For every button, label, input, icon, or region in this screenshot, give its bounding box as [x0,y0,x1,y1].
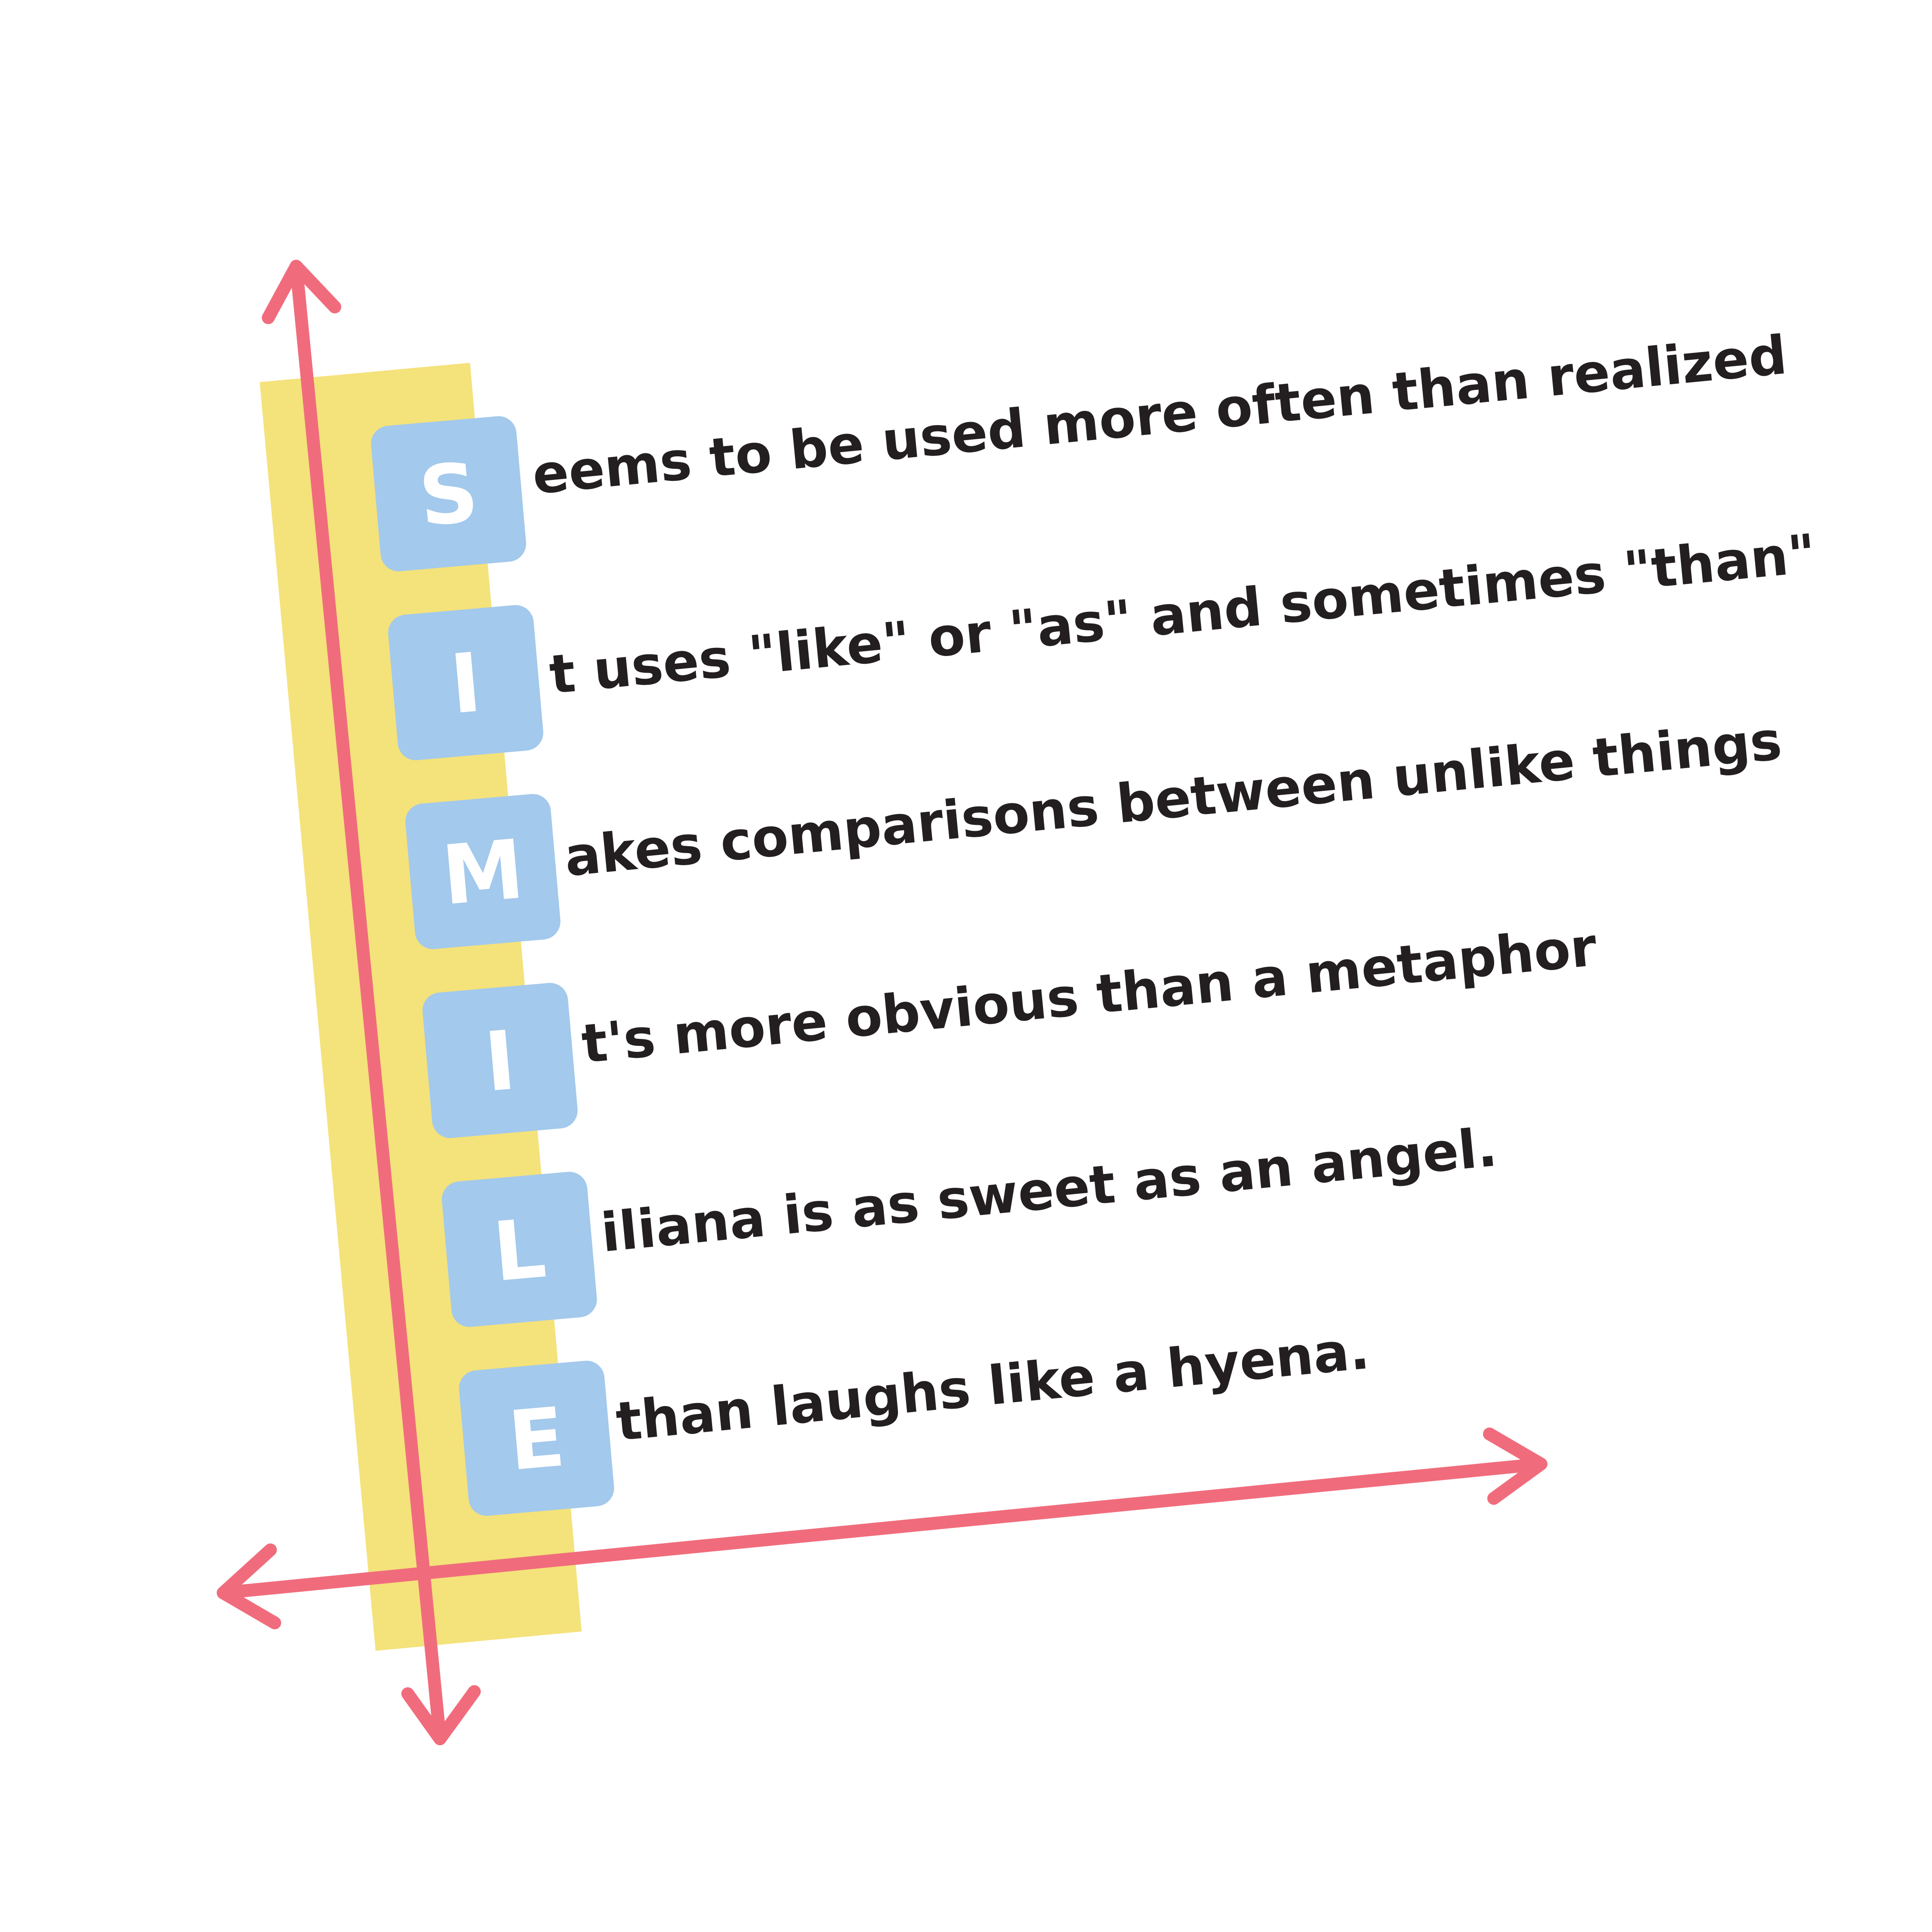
letter-tile-background [422,983,578,1138]
letter-tile-background [459,1361,614,1516]
acrostic-line-text: iliana is as sweet as an angel. [598,1117,1500,1264]
letter-tile: M [405,794,561,949]
acrostic-line-text: akes comparisons between unlike things [562,710,1784,889]
acrostic-line-text: t's more obvious than a metaphor [579,916,1599,1075]
vertical-axis-arrow [262,260,481,1745]
letter-tile: E [459,1361,614,1516]
letter-tile-background [405,794,561,949]
letter-tile: L [442,1172,597,1327]
acrostic-line-text: t uses "like" or "as" and sometimes "tha… [547,523,1819,706]
acrostic-letter: S [415,445,482,544]
acrostic-letter: E [505,1390,569,1489]
letter-tile: I [388,605,543,760]
letter-tile-background [442,1172,597,1327]
horizontal-axis-arrow [217,1428,1547,1629]
acrostic-letter: L [489,1201,549,1300]
acrostic-line-text: eems to be used more often than realized [530,324,1789,507]
letter-tile: I [422,983,578,1138]
letter-tile: S [371,416,526,571]
letter-tile-background [388,605,543,760]
acrostic-line-text: than laughs like a hyena. [613,1319,1372,1453]
acrostic-letter: M [438,822,528,923]
letter-tile-background [371,416,526,571]
